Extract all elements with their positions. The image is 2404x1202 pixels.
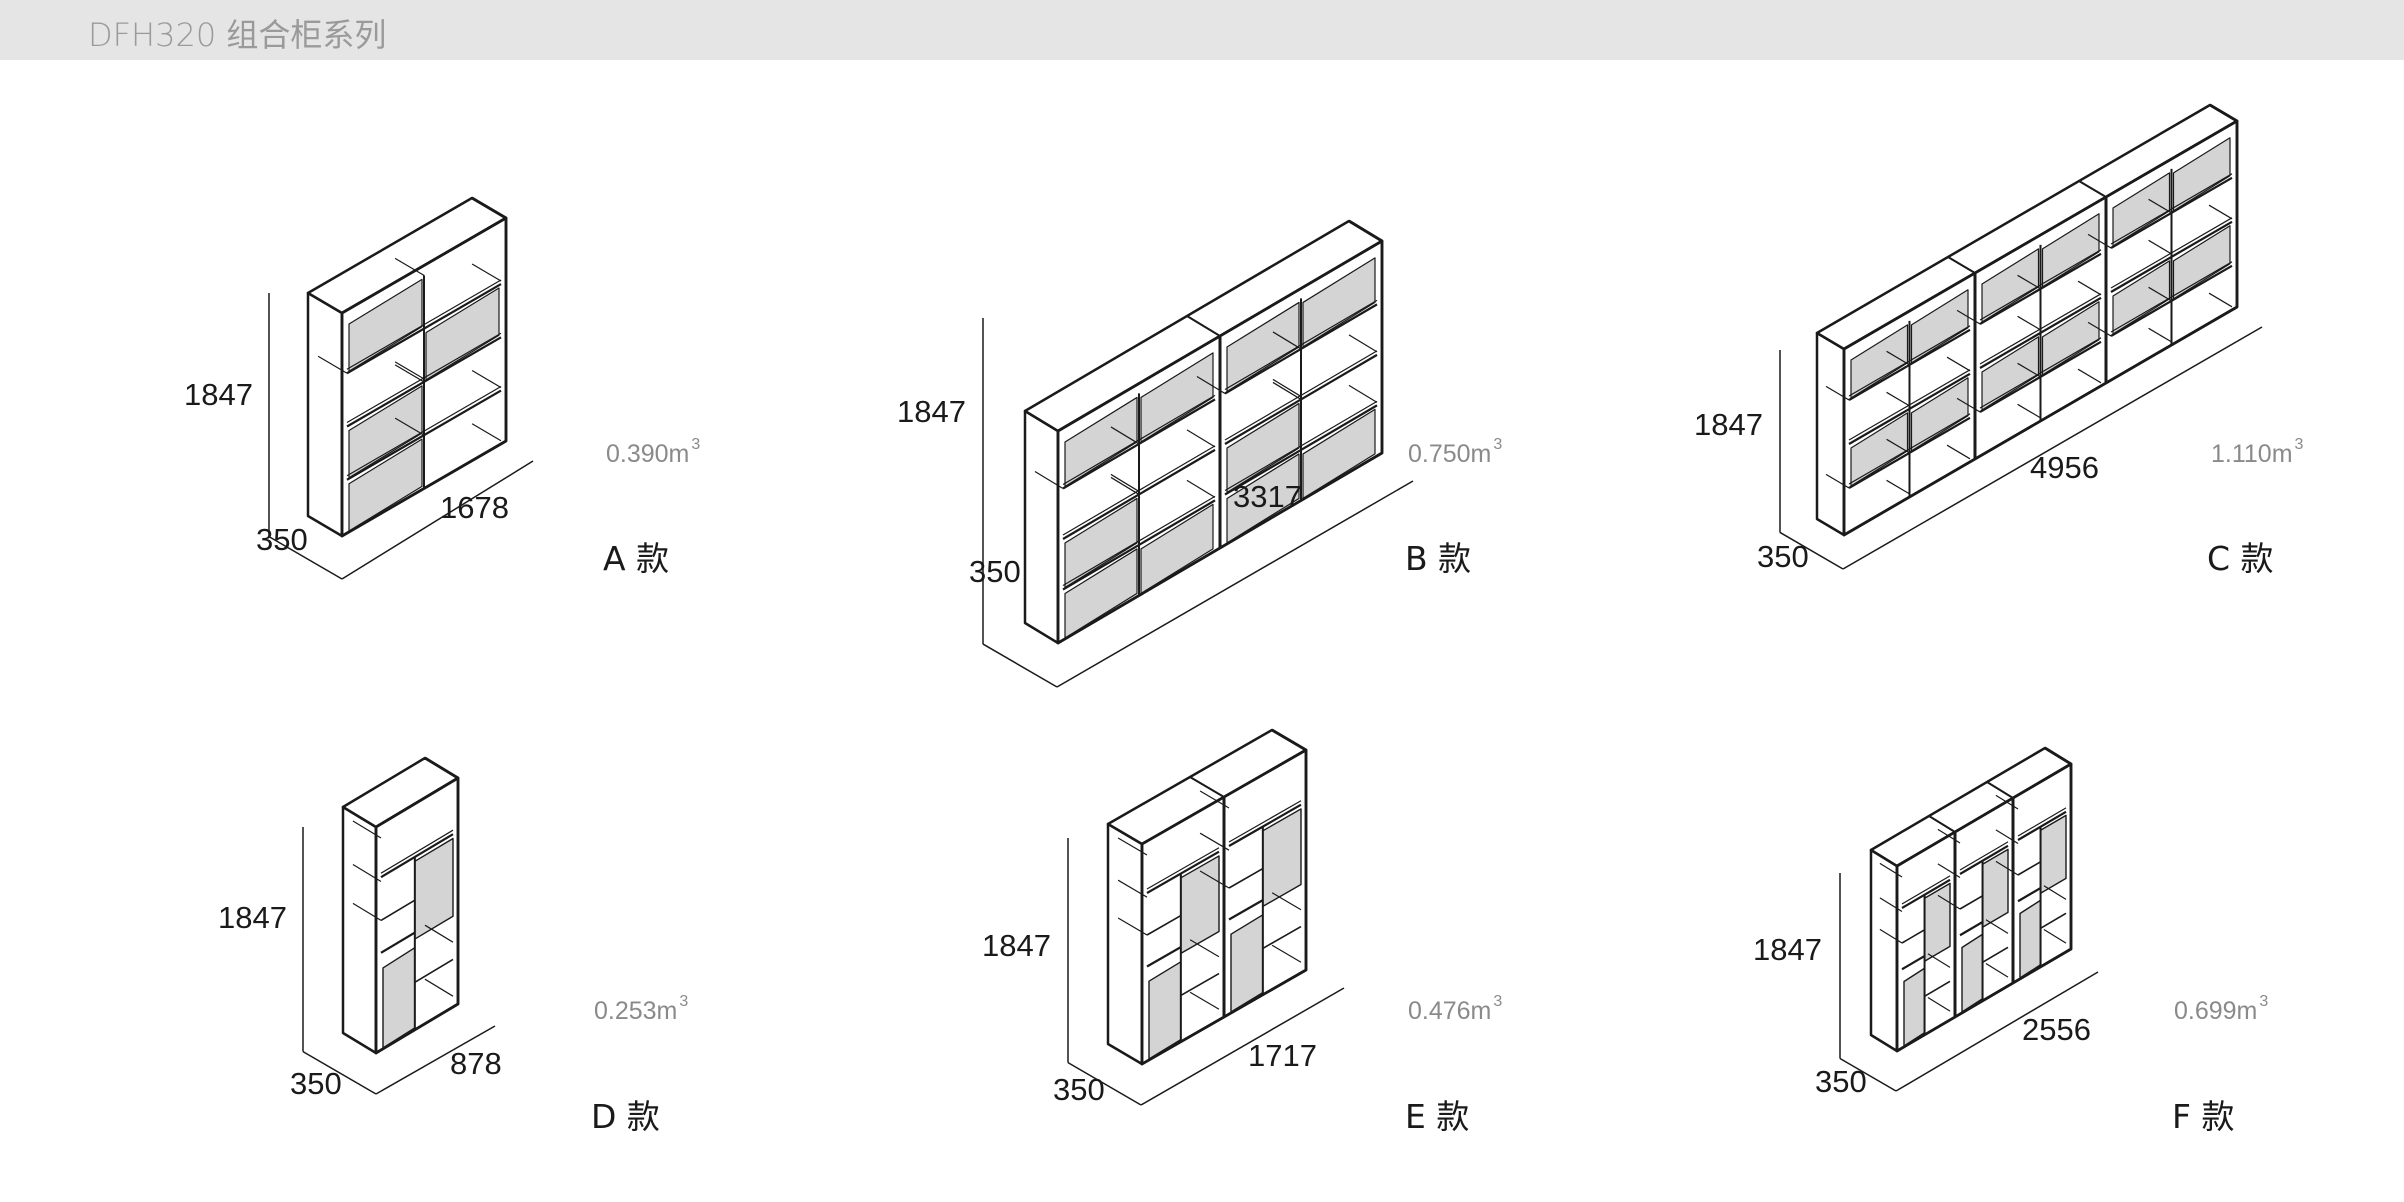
door-panel <box>1064 497 1138 589</box>
variant-b-depth: 350 <box>969 554 1021 589</box>
door-panel <box>2019 899 2042 979</box>
door-panel <box>1981 248 2040 323</box>
variant-c-width: 4956 <box>2030 450 2099 485</box>
variant-c-model-label: C 款 <box>2207 539 2274 578</box>
door-panel <box>1850 412 1909 487</box>
page-header: DFH320 组合柜系列 <box>0 0 2404 60</box>
door-panel <box>1981 336 2040 411</box>
door-panel <box>1910 289 1969 364</box>
variant-a-height: 1847 <box>184 377 253 412</box>
door-panel <box>2041 301 2100 376</box>
variant-b-height: 1847 <box>897 394 966 429</box>
variant-d-depth: 350 <box>290 1066 342 1101</box>
door-panel <box>2172 225 2231 300</box>
door-panel <box>2112 260 2171 335</box>
door-panel <box>2172 137 2231 212</box>
variant-e-depth: 350 <box>1053 1072 1105 1107</box>
variant-a-width: 1678 <box>440 490 509 525</box>
variant-d-model-label: D 款 <box>591 1097 660 1136</box>
side-panel <box>1815 331 1846 537</box>
door-panel <box>1140 503 1214 595</box>
variant-c-height: 1847 <box>1694 407 1763 442</box>
variant-f-model-label: F 款 <box>2172 1097 2235 1136</box>
door-panel <box>2112 172 2171 247</box>
variant-b-width: 3317 <box>1233 479 1302 514</box>
door-panel <box>1850 324 1909 399</box>
variant-a-model-label: A 款 <box>603 539 670 578</box>
series-title: DFH320 组合柜系列 <box>88 16 387 54</box>
variant-f-height: 1847 <box>1753 932 1822 967</box>
door-panel <box>1961 933 1984 1013</box>
variant-d-width: 878 <box>450 1046 502 1081</box>
door-panel <box>348 385 423 479</box>
variant-e-width: 1717 <box>1248 1038 1317 1073</box>
door-panel <box>1140 352 1214 443</box>
door-panel <box>425 287 500 381</box>
side-panel <box>341 805 378 1055</box>
door-panel <box>348 278 423 372</box>
door-panel <box>1302 257 1376 348</box>
side-panel <box>1023 409 1060 645</box>
door-panel <box>1903 967 1926 1047</box>
door-panel <box>1226 301 1300 393</box>
variant-f-depth: 350 <box>1815 1064 1867 1099</box>
variant-e-model-label: E 款 <box>1405 1097 1470 1136</box>
door-panel <box>348 438 423 532</box>
side-panel <box>1869 848 1899 1053</box>
variant-f-width: 2556 <box>2022 1012 2091 1047</box>
door-panel <box>1064 396 1138 488</box>
variant-c-depth: 350 <box>1757 539 1809 574</box>
door-panel <box>1910 377 1969 452</box>
variant-b-model-label: B 款 <box>1405 539 1472 578</box>
side-panel <box>1106 822 1144 1066</box>
variant-e-height: 1847 <box>982 928 1051 963</box>
door-panel <box>1064 548 1138 639</box>
door-panel <box>1226 453 1300 544</box>
variant-d-height: 1847 <box>218 900 287 935</box>
door-panel <box>1302 408 1376 500</box>
variant-a-depth: 350 <box>256 522 308 557</box>
door-panel <box>1226 402 1300 494</box>
side-panel <box>306 291 344 538</box>
door-panel <box>2041 213 2100 288</box>
